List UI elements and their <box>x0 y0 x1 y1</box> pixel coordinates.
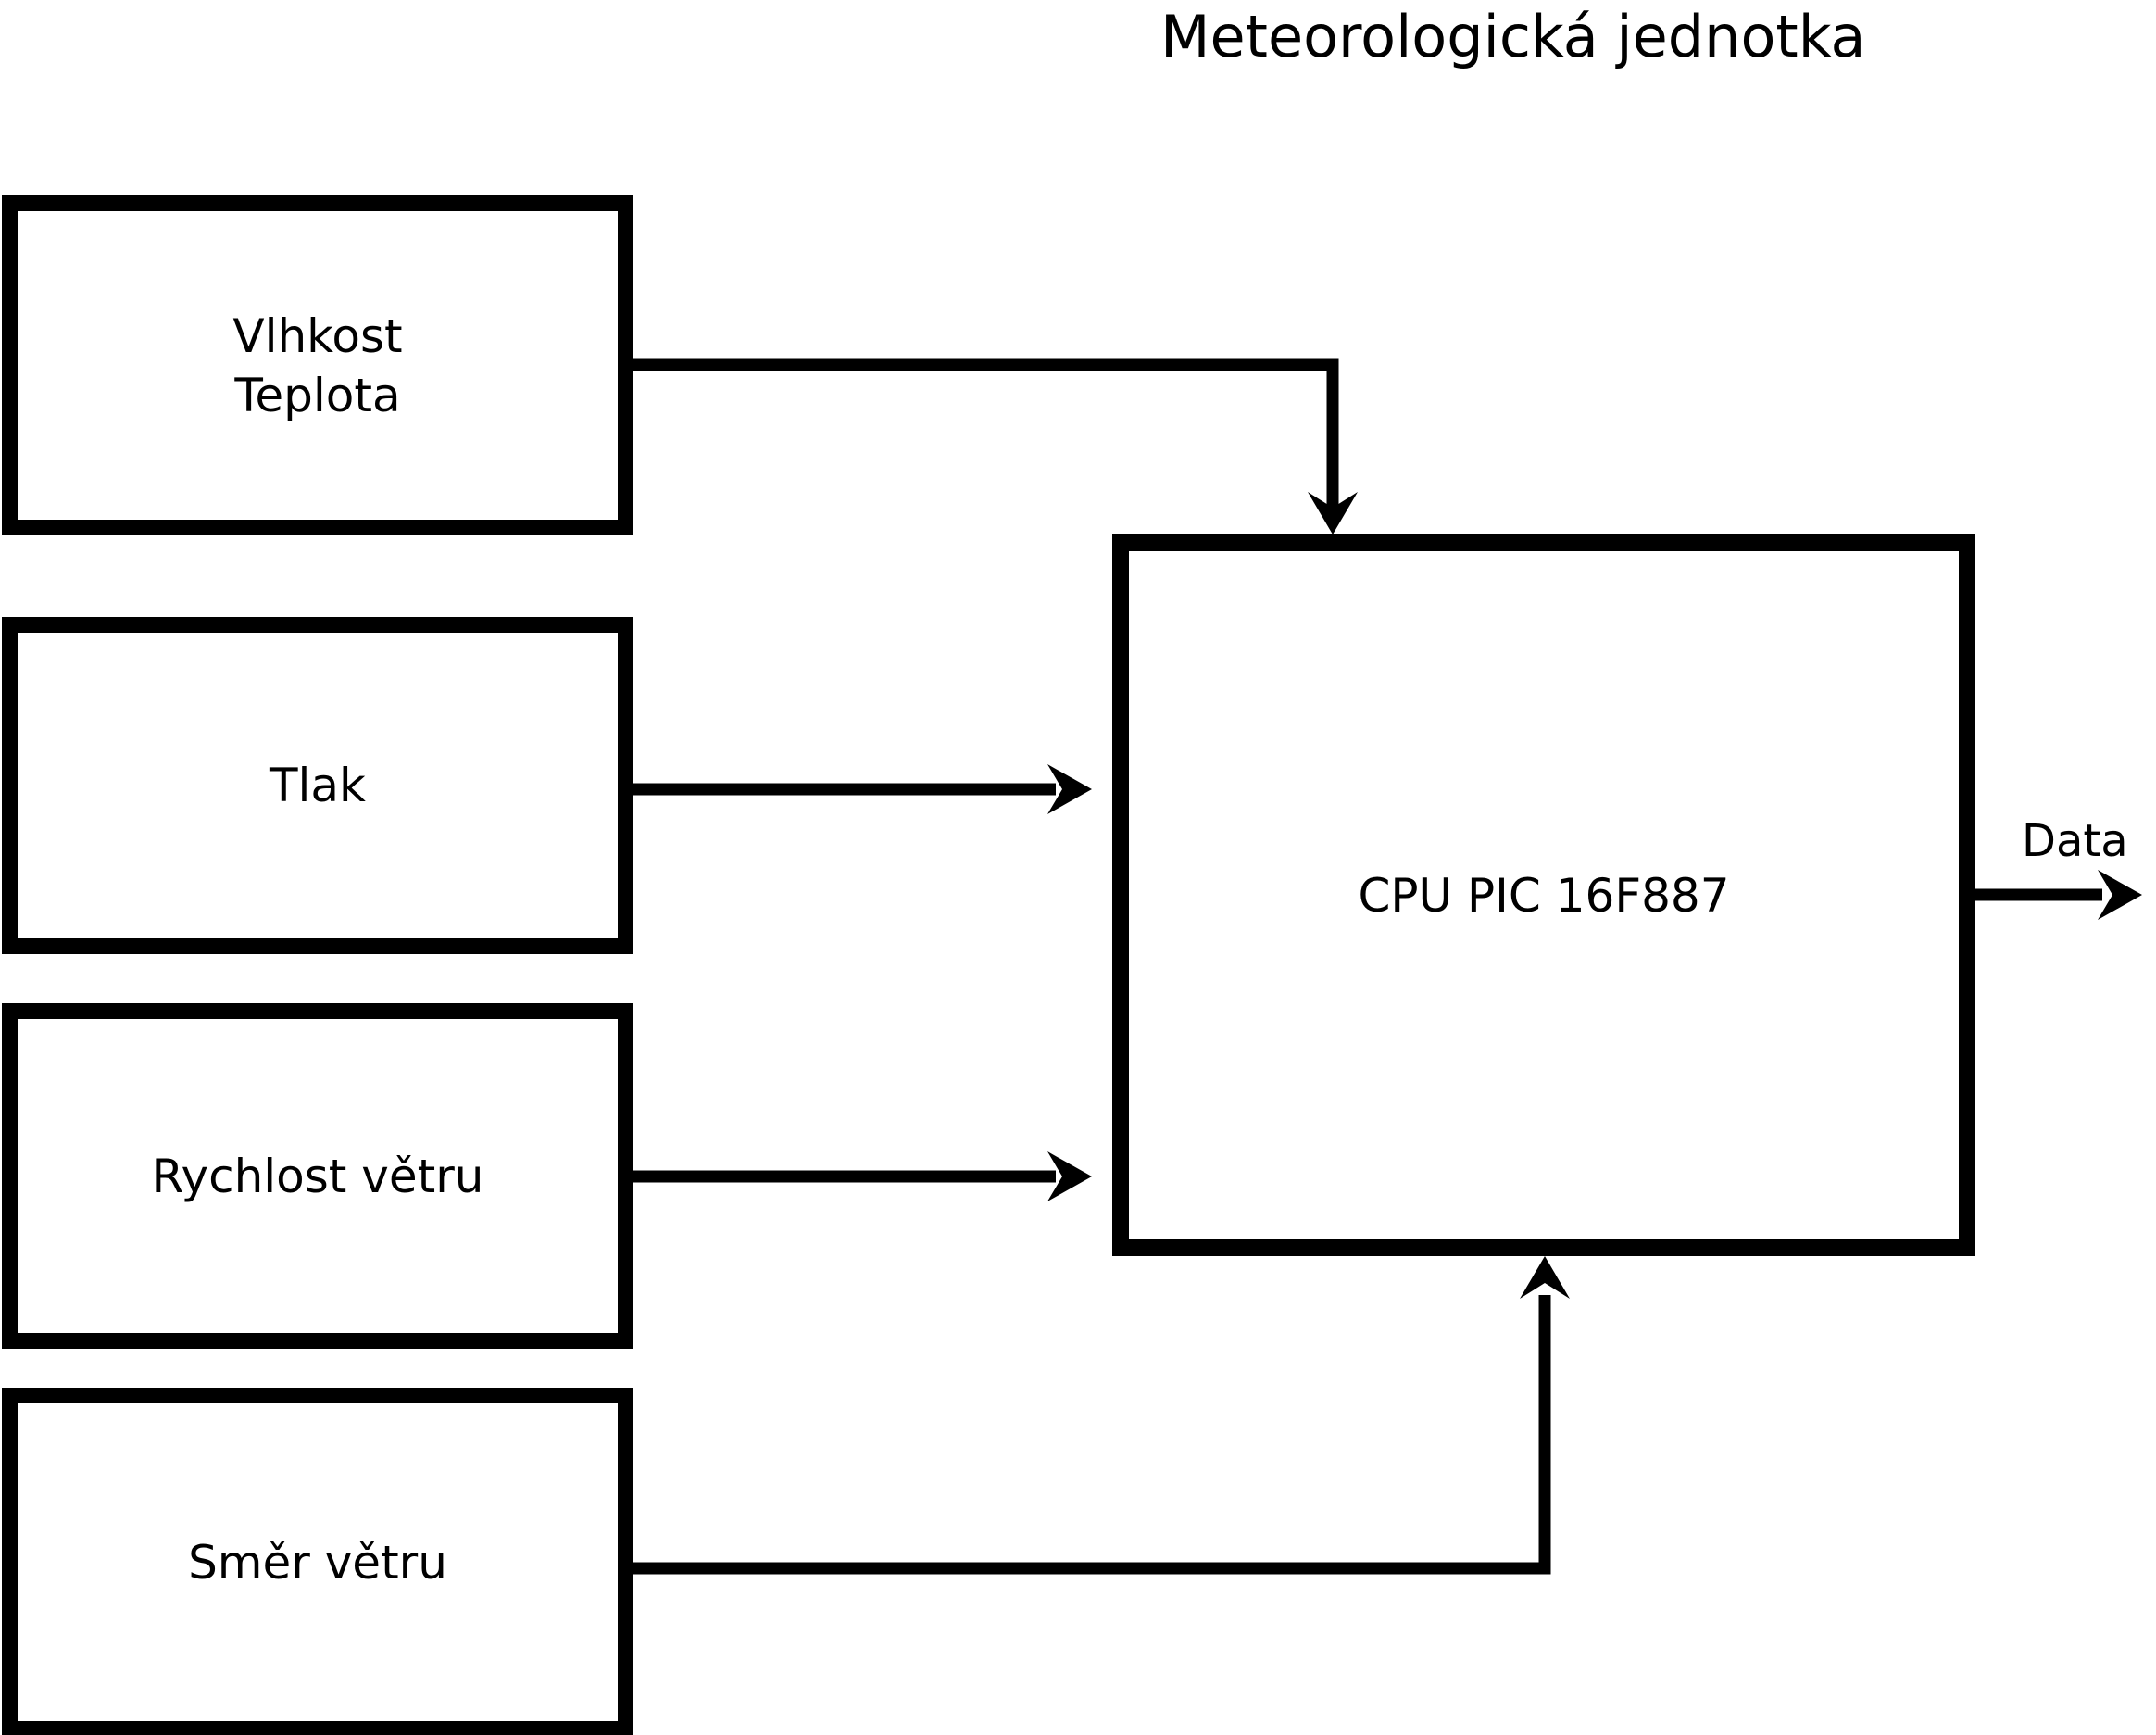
arrowhead-right-icon <box>2098 870 2142 920</box>
arrowhead-right-icon <box>1047 1151 1092 1201</box>
sensor-label-line: Směr větru <box>188 1535 447 1590</box>
cpu-box: CPU PIC 16F887 <box>1112 534 1975 1256</box>
sensor-box-pressure: Tlak <box>2 617 633 954</box>
arrowhead-up-icon <box>1520 1256 1570 1299</box>
cpu-label: CPU PIC 16F887 <box>1358 868 1730 923</box>
sensor-box-humidity-temperature: Vlhkost Teplota <box>2 195 633 535</box>
connector-wind-direction-to-cpu <box>633 1295 1551 1575</box>
diagram-title: Meteorologická jednotka <box>1160 3 1866 70</box>
sensor-label-line: Teplota <box>234 368 401 422</box>
sensor-label-line: Rychlost větru <box>151 1149 484 1203</box>
arrowhead-down-icon <box>1308 492 1358 534</box>
arrowhead-right-icon <box>1047 764 1092 814</box>
sensor-label-line: Tlak <box>269 759 367 812</box>
sensor-box-wind-speed: Rychlost větru <box>2 1003 633 1349</box>
sensor-box-wind-direction: Směr větru <box>2 1388 633 1735</box>
data-output-label: Data <box>2022 815 2128 867</box>
sensor-label-line: Vlhkost <box>232 308 403 363</box>
connector-humidity-to-cpu <box>633 358 1339 511</box>
